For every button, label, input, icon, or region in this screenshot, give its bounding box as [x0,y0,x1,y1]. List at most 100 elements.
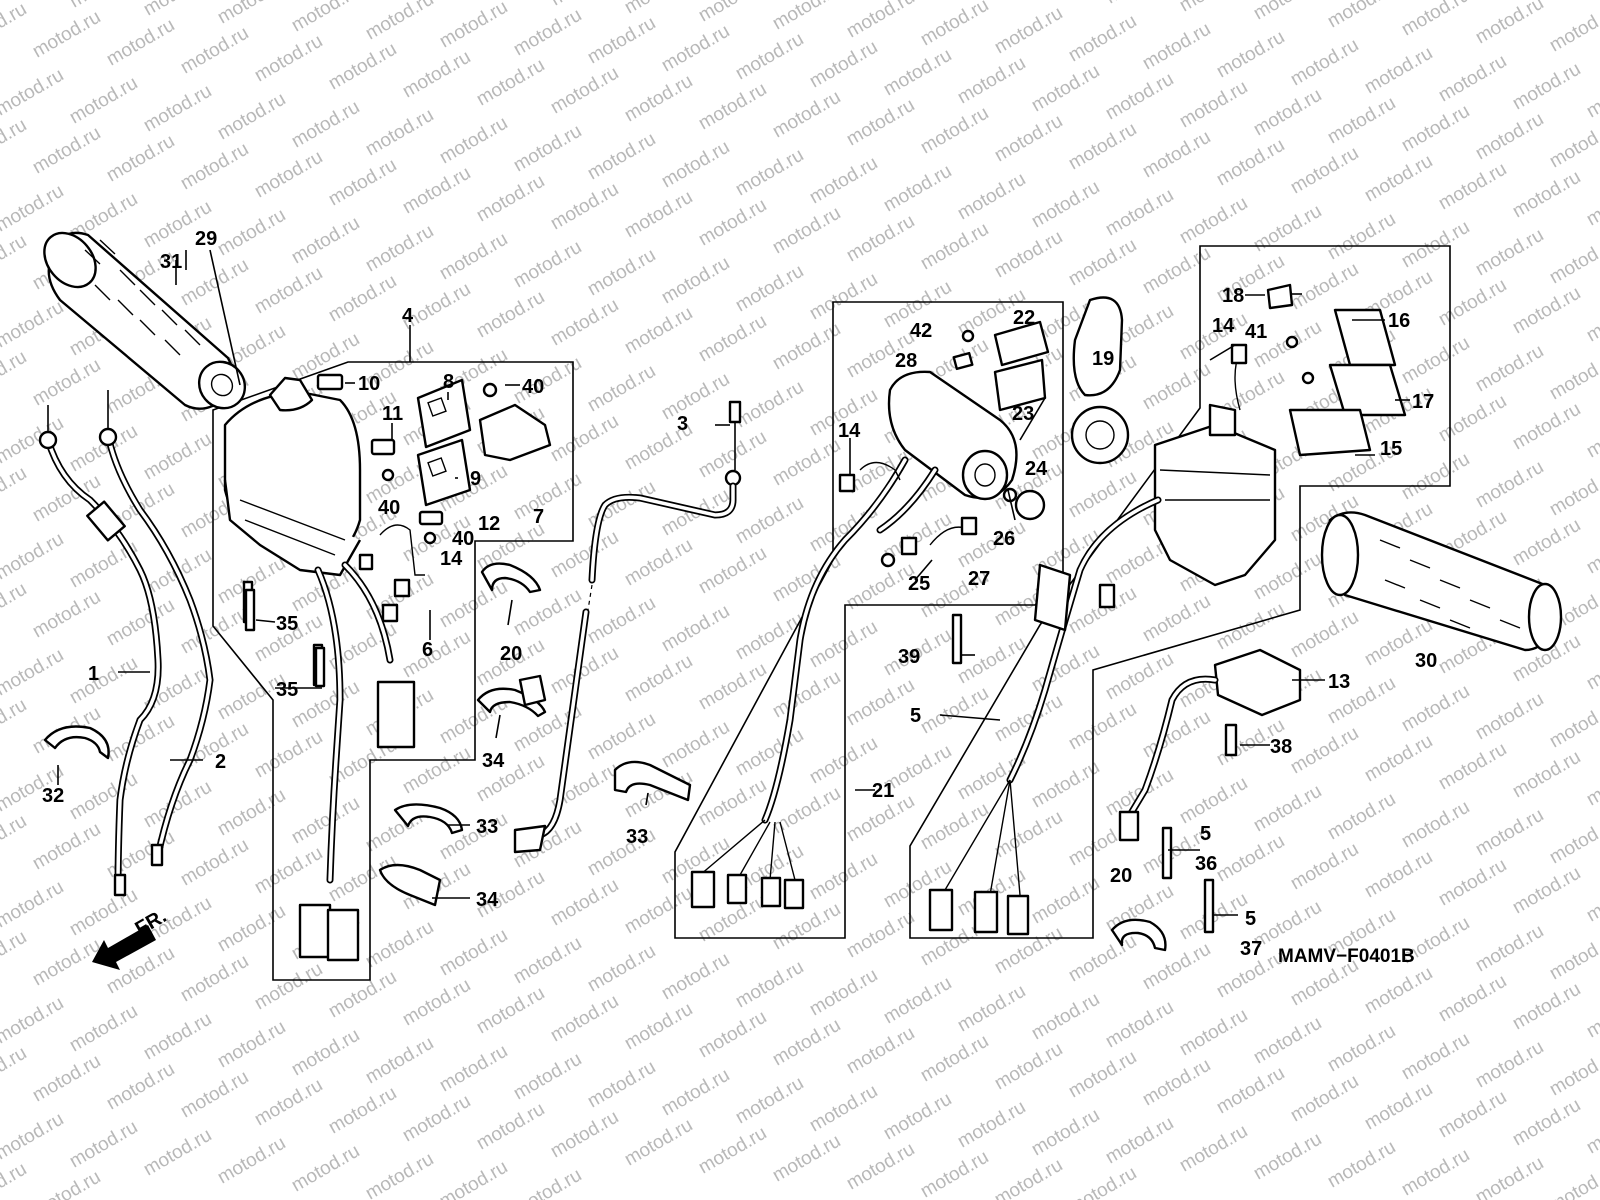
watermark-text-333: motod.ru [399,743,474,799]
callout-40a: 40 [522,376,544,398]
callout-40c: 40 [452,528,474,550]
watermark-text-420: motod.ru [29,935,104,991]
watermark-text-55: motod.ru [251,31,326,87]
watermark-text-428: motod.ru [621,999,696,1055]
watermark-text-164: motod.ru [1509,399,1584,455]
watermark-text-480: motod.ru [1065,1163,1140,1200]
watermark-text-436: motod.ru [1213,1063,1288,1119]
watermark-text-296: motod.ru [1065,699,1140,755]
callout-21: 21 [872,780,894,802]
watermark-text-444: motod.ru [66,1001,141,1057]
callout-38: 38 [1270,736,1292,758]
watermark-text-403: motod.ru [436,925,511,981]
watermark-text-54: motod.ru [177,23,252,79]
watermark-text-87: motod.ru [880,161,955,217]
watermark-text-25: motod.ru [1435,51,1510,107]
watermark-text-376: motod.ru [177,835,252,891]
watermark-text-325: motod.ru [1472,805,1547,861]
watermark-text-235: motod.ru [0,463,30,519]
watermark-text-411: motod.ru [1028,989,1103,1045]
watermark-text-118: motod.ru [1509,283,1584,339]
watermark-text-470: motod.ru [325,1083,400,1139]
watermark-text-98: motod.ru [29,123,104,179]
callout-17: 17 [1412,391,1434,413]
callout-19: 19 [1092,348,1114,370]
watermark-text-95: motod.ru [1472,225,1547,281]
watermark-text-129: motod.ru [584,245,659,301]
watermark-text-83: motod.ru [584,129,659,185]
watermark-text-61: motod.ru [695,79,770,135]
watermark-text-119: motod.ru [1583,291,1600,347]
watermark-text-111: motod.ru [991,227,1066,283]
callout-15: 15 [1380,438,1402,460]
watermark-text-105: motod.ru [547,179,622,235]
watermark-text-340: motod.ru [917,799,992,855]
watermark-text-404: motod.ru [510,933,585,989]
callout-30: 30 [1415,650,1437,672]
callout-34a: 34 [482,750,505,772]
watermark-text-132: motod.ru [806,269,881,325]
watermark-text-280: motod.ru [1546,697,1600,753]
watermark-text-299: motod.ru [1287,723,1362,779]
watermark-text-381: motod.ru [547,875,622,931]
watermark-text-352: motod.ru [66,769,141,825]
watermark-text-46: motod.ru [1250,85,1325,141]
watermark-text-313: motod.ru [584,709,659,765]
callout-11: 11 [382,403,403,425]
watermark-text-409: motod.ru [880,973,955,1029]
watermark-text-338: motod.ru [769,783,844,839]
callout-23: 23 [1012,403,1034,425]
watermark-text-459: motod.ru [1176,1121,1251,1177]
watermark-text-177: motod.ru [732,377,807,433]
watermark-text-268: motod.ru [658,601,733,657]
watermark-text-147: motod.ru [251,263,326,319]
watermark-text-454: motod.ru [806,1081,881,1137]
watermark-text-281: motod.ru [0,579,30,635]
watermark-text-190: motod.ru [29,355,104,411]
watermark-text-293: motod.ru [843,675,918,731]
watermark-text-127: motod.ru [436,229,511,285]
watermark-text-319: motod.ru [1028,757,1103,813]
watermark-text-188: motod.ru [1546,465,1600,521]
watermark-text-113: motod.ru [1139,243,1214,299]
watermark-text-56: motod.ru [325,39,400,95]
watermark-text-49: motod.ru [1472,109,1547,165]
watermark-text-189: motod.ru [0,347,30,403]
watermark-text-389: motod.ru [1139,939,1214,995]
watermark-text-491: motod.ru [29,1167,104,1200]
watermark-text-482: motod.ru [0,1109,67,1165]
watermark-text-460: motod.ru [1250,1129,1325,1185]
callout-42: 42 [910,320,932,342]
watermark-text-406: motod.ru [658,949,733,1005]
callout-9: 9 [470,468,481,490]
watermark-text-300: motod.ru [1361,731,1436,787]
watermark-text-40: motod.ru [806,37,881,93]
watermark-text-39: motod.ru [732,29,807,85]
watermark-text-71: motod.ru [1435,159,1510,215]
watermark-text-197: motod.ru [547,411,622,467]
watermark-text-24: motod.ru [1361,43,1436,99]
watermark-text-65: motod.ru [991,111,1066,167]
watermark-text-393: motod.ru [1435,971,1510,1027]
watermark-text-467: motod.ru [103,1059,178,1115]
watermark-text-57: motod.ru [399,47,474,103]
watermark-text-392: motod.ru [1361,963,1436,1019]
watermark-text-289: motod.ru [547,643,622,699]
watermark-text-374: motod.ru [29,819,104,875]
watermark-text-140: motod.ru [1398,333,1473,389]
watermark-text-322: motod.ru [1250,781,1325,837]
callout-39: 39 [898,646,920,668]
watermark-text-327: motod.ru [0,695,30,751]
watermark-text-382: motod.ru [621,883,696,939]
watermark-text-279: motod.ru [1472,689,1547,745]
left-grip [43,231,247,410]
watermark-text-461: motod.ru [1324,1137,1399,1193]
watermark-text-375: motod.ru [103,827,178,883]
watermark-text-86: motod.ru [806,153,881,209]
watermark-text-167: motod.ru [0,297,67,353]
watermark-text-37: motod.ru [584,13,659,69]
watermark-text-472: motod.ru [473,1099,548,1155]
watermark-text-341: motod.ru [991,807,1066,863]
left-switch-boundary [212,361,574,981]
